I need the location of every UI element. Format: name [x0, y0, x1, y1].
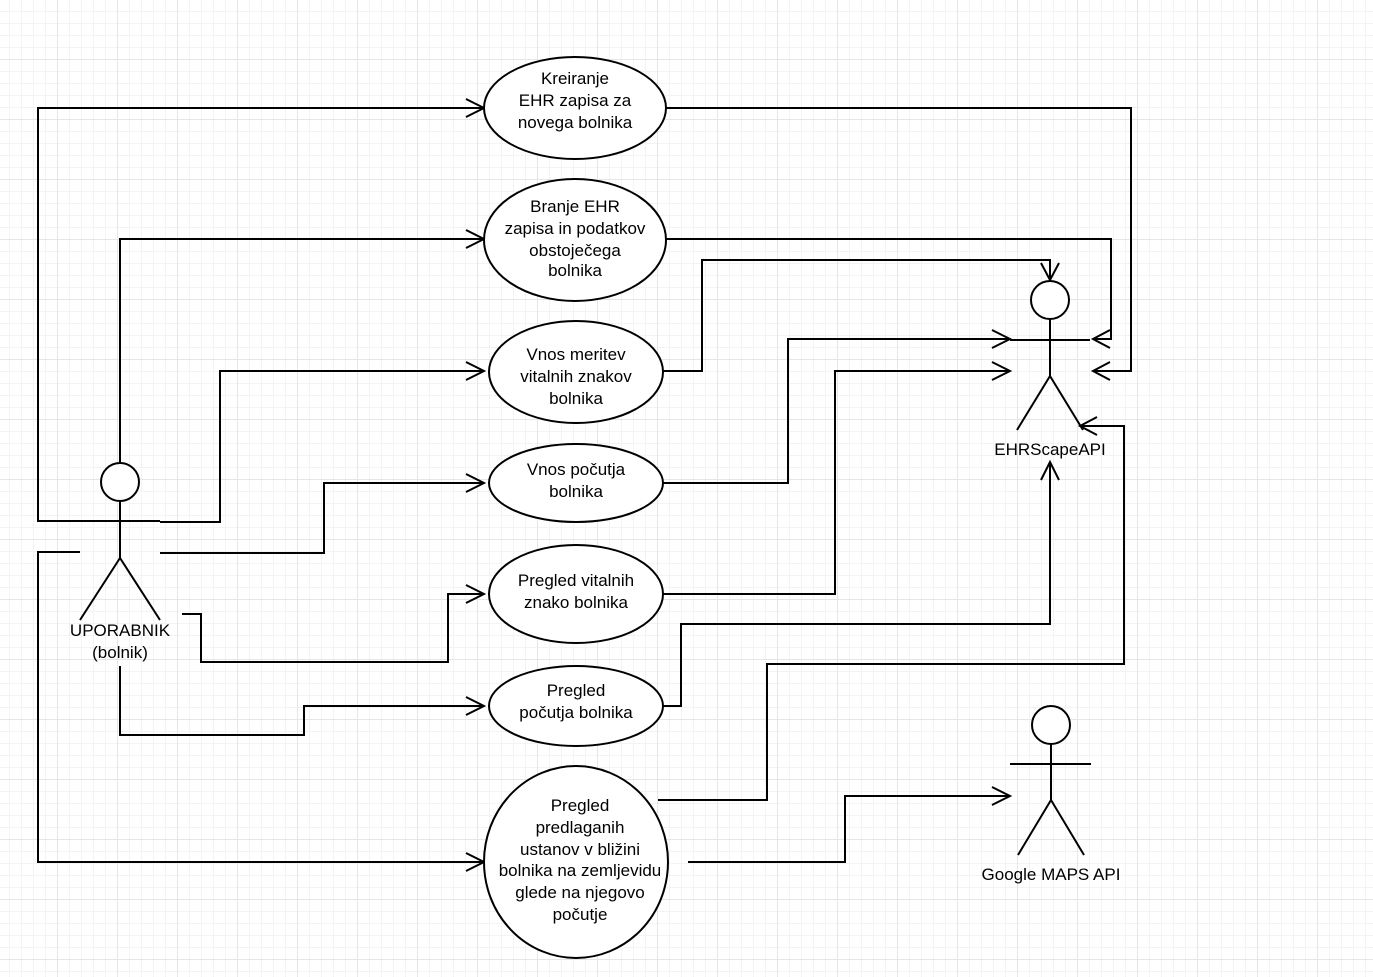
- use-case-text: bolnika: [548, 261, 602, 280]
- use-case-create-ehr-shape: [483, 56, 667, 160]
- use-case-text: vitalnih znakov: [520, 367, 632, 386]
- connector-user-read-ehr: [119, 238, 484, 462]
- use-case-text: predlaganih: [536, 818, 625, 837]
- actor-user: UPORABNIK (bolnik): [70, 462, 171, 662]
- use-case-text: počutje: [553, 905, 608, 924]
- connector-user-create-ehr: [37, 107, 484, 522]
- arrowhead-view-wellbeing: [465, 696, 487, 716]
- use-case-text: glede na njegovo: [515, 883, 645, 902]
- actor-google-maps-head: [1031, 705, 1071, 745]
- use-case-text: Pregled vitalnih: [518, 571, 634, 590]
- arrowhead-view-wellbeing-api: [1040, 459, 1060, 481]
- arrowhead-view-facilities-maps: [991, 786, 1013, 806]
- actor-ehrscape-right-leg: [1049, 375, 1084, 431]
- use-case-enter-wellbeing-shape: [488, 443, 664, 523]
- actor-user-right-leg: [119, 557, 161, 621]
- connector-read-ehr-api: [666, 238, 1112, 340]
- actor-ehrscape-label: EHRScapeAPI: [994, 440, 1106, 459]
- connector-view-vitals-api: [662, 370, 1010, 595]
- use-case-view-vitals-shape: [488, 544, 664, 644]
- arrowhead-enter-vitals: [465, 361, 487, 381]
- connector-enter-vitals-api: [662, 259, 1051, 372]
- use-case-text: Vnos počutja: [527, 460, 626, 479]
- use-case-text: obstoječega: [529, 241, 621, 260]
- use-case-view-facilities-shape: [483, 765, 669, 959]
- actor-ehrscape-left-leg: [1016, 375, 1051, 431]
- use-case-text: Kreiranje: [541, 69, 609, 88]
- actor-user-sublabel: (bolnik): [92, 643, 148, 662]
- use-case-text: bolnika: [549, 389, 603, 408]
- connector-user-enter-wellbeing: [160, 482, 484, 554]
- use-case-view-vitals: Pregled vitalnih znako bolnika: [488, 544, 664, 644]
- actor-google-maps-left-leg: [1017, 799, 1052, 856]
- use-case-enter-wellbeing: Vnos počutja bolnika: [488, 443, 664, 523]
- use-case-view-wellbeing-shape: [488, 665, 664, 747]
- arrowhead-create-ehr-api: [1090, 361, 1111, 381]
- actor-google-maps-api: Google MAPS API: [982, 705, 1121, 884]
- use-case-text: Pregled: [547, 681, 606, 700]
- actor-ehrscape-api: EHRScapeAPI: [994, 280, 1106, 459]
- connector-view-facilities-api: [658, 425, 1125, 801]
- connector-user-view-vitals: [182, 593, 484, 663]
- arrowhead-view-vitals-api: [991, 361, 1013, 381]
- actor-user-label: UPORABNIK: [70, 621, 171, 640]
- use-case-text: Pregled: [551, 796, 610, 815]
- use-case-create-ehr: Kreiranje EHR zapisa za novega bolnika: [483, 56, 667, 160]
- use-case-text: bolnika: [549, 482, 603, 501]
- use-case-read-ehr-shape: [483, 178, 667, 302]
- use-case-read-ehr: Branje EHR zapisa in podatkov obstoječeg…: [483, 178, 667, 302]
- actor-user-left-leg: [79, 557, 121, 621]
- use-case-view-wellbeing: Pregled počutja bolnika: [488, 665, 664, 747]
- use-case-text: ustanov v bližini: [520, 840, 640, 859]
- use-case-text: počutja bolnika: [519, 703, 633, 722]
- use-case-text: bolnika na zemljevidu: [499, 861, 662, 880]
- actor-google-maps-label: Google MAPS API: [982, 865, 1121, 884]
- use-case-text: novega bolnika: [518, 113, 633, 132]
- connector-user-view-facilities: [37, 551, 484, 863]
- use-case-text: EHR zapisa za: [519, 91, 632, 110]
- connector-view-wellbeing-api: [662, 462, 1051, 707]
- connector-user-enter-vitals: [160, 370, 484, 523]
- actor-google-maps-right-leg: [1050, 799, 1085, 856]
- use-case-enter-vitals: Vnos meritev vitalnih znakov bolnika: [488, 320, 664, 424]
- use-case-view-facilities: Pregled predlaganih ustanov v bližini bo…: [483, 765, 669, 959]
- connector-create-ehr-api: [666, 107, 1132, 372]
- arrowhead-enter-wellbeing: [465, 473, 487, 493]
- use-case-text: Branje EHR: [530, 197, 620, 216]
- arrowhead-view-vitals: [465, 584, 487, 604]
- arrowhead-read-ehr-api: [1090, 329, 1111, 349]
- use-case-enter-vitals-shape: [488, 320, 664, 424]
- actor-ehrscape-head: [1030, 280, 1070, 320]
- actor-user-head: [100, 462, 140, 502]
- use-case-text: zapisa in podatkov: [505, 219, 646, 238]
- connector-enter-wellbeing-api: [662, 338, 1010, 484]
- use-case-text: Vnos meritev: [526, 345, 626, 364]
- connector-user-view-wellbeing: [119, 666, 484, 736]
- use-case-text: znako bolnika: [524, 593, 629, 612]
- connector-view-facilities-maps: [688, 795, 1010, 863]
- connectors: [37, 98, 1132, 872]
